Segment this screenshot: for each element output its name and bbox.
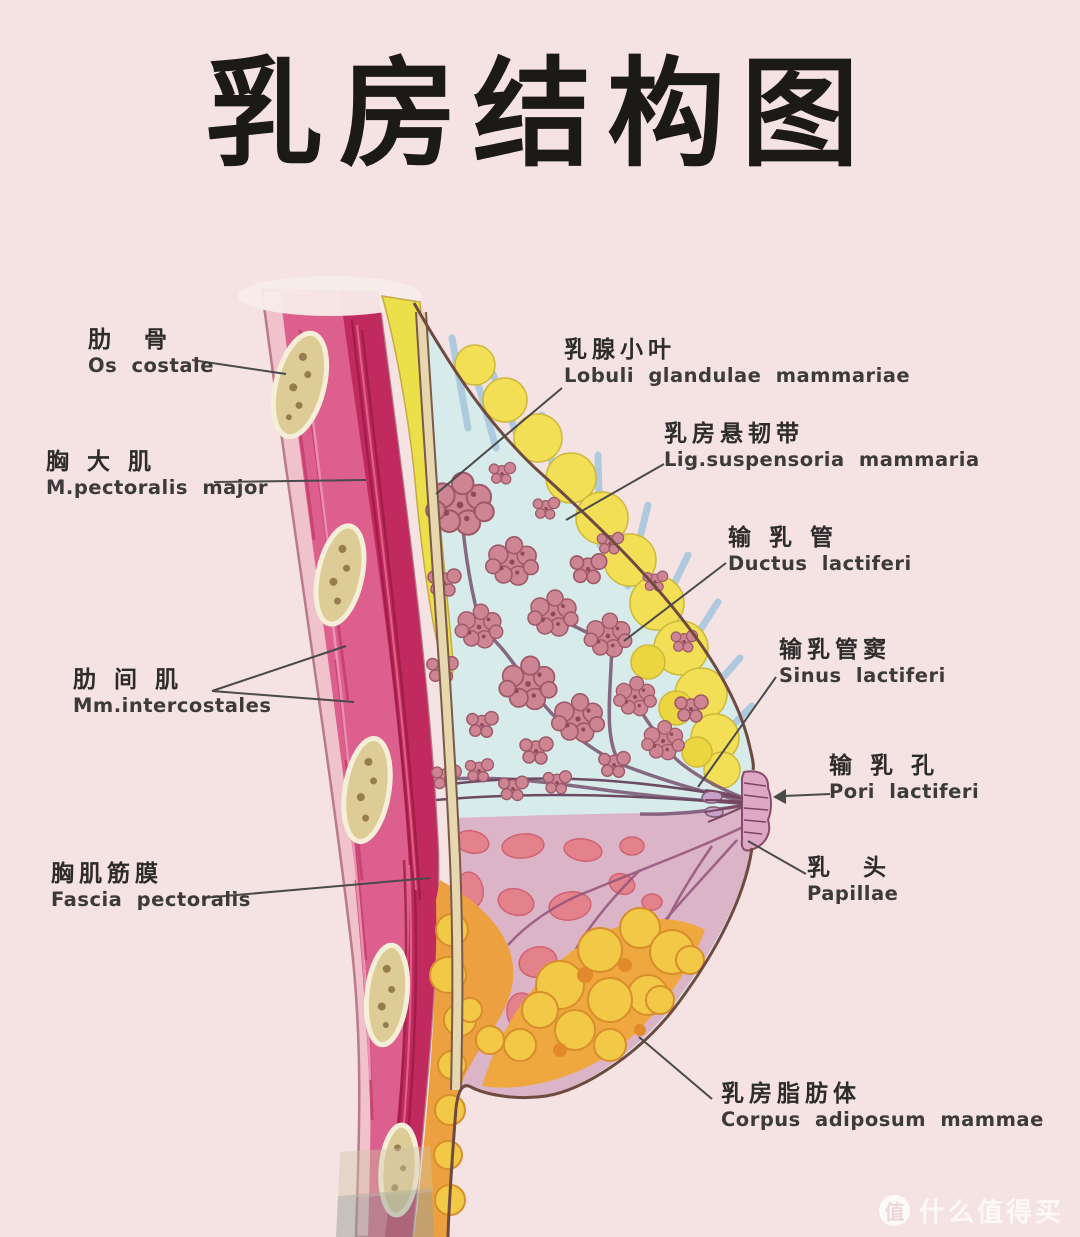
watermark-badge-icon: 值	[878, 1195, 910, 1226]
label-corpus-zh: 乳房脂肪体	[721, 1081, 861, 1107]
label-pori: 输 乳 孔 Pori lactiferi	[829, 753, 979, 804]
pori-arrowhead	[773, 789, 786, 804]
label-sinus-zh: 输乳管窦	[779, 637, 891, 663]
label-pori-la: Pori lactiferi	[829, 780, 980, 803]
nipple	[704, 770, 772, 852]
label-sinus-la: Sinus lactiferi	[779, 664, 946, 687]
label-corpus: 乳房脂肪体 Corpus adiposum mammae	[721, 1081, 1044, 1132]
label-os-costale-zh: 肋 骨	[88, 327, 172, 353]
ribs-group	[270, 330, 420, 1218]
label-ligament: 乳房悬韧带 Lig.suspensoria mammaria	[664, 421, 980, 472]
label-ligament-la: Lig.suspensoria mammaria	[664, 448, 980, 471]
label-fascia: 胸肌筋膜 Fascia pectoralis	[51, 861, 251, 912]
bottom-shadow-light	[338, 1146, 433, 1199]
label-intercostales-la: Mm.intercostales	[73, 694, 272, 717]
label-ductus-zh: 输 乳 管	[728, 525, 839, 551]
label-ductus-la: Ductus lactiferi	[728, 552, 912, 575]
label-papillae-la: Papillae	[807, 882, 899, 905]
skin-contour-lower	[446, 847, 754, 1237]
label-pori-zh: 输 乳 孔	[829, 753, 940, 779]
label-corpus-la: Corpus adiposum mammae	[721, 1108, 1044, 1131]
label-pectoralis-zh: 胸 大 肌	[46, 449, 157, 475]
label-lobuli-la: Lobuli glandulae mammariae	[564, 364, 911, 387]
fat-body	[414, 880, 705, 1237]
label-fascia-zh: 胸肌筋膜	[51, 861, 163, 887]
label-fascia-la: Fascia pectoralis	[51, 888, 251, 911]
fascia-strip	[415, 311, 464, 1091]
leader-lines	[191, 359, 831, 1100]
label-sinus: 输乳管窦 Sinus lactiferi	[779, 637, 946, 688]
watermark-text: 什么值得买	[918, 1198, 1064, 1228]
label-papillae: 乳 头 Papillae	[807, 855, 898, 906]
label-lobuli-zh: 乳腺小叶	[564, 337, 676, 363]
label-intercostales-zh: 肋 间 肌	[73, 667, 184, 693]
label-os-costale: 肋 骨 Os costale	[88, 327, 214, 378]
skin-contour-upper	[412, 302, 755, 771]
label-ductus: 输 乳 管 Ductus lactiferi	[728, 525, 912, 576]
smzdm-watermark: 值 什么值得买	[878, 1192, 1064, 1229]
skin-top-highlight	[238, 276, 422, 316]
bottom-shadow	[336, 1188, 434, 1237]
chest-wall	[238, 276, 440, 1237]
breast-body	[336, 295, 772, 1237]
label-ligament-zh: 乳房悬韧带	[664, 421, 804, 447]
page-title: 乳房结构图	[204, 45, 875, 183]
label-lobuli: 乳腺小叶 Lobuli glandulae mammariae	[564, 337, 910, 388]
label-pectoralis: 胸 大 肌 M.pectoralis major	[46, 449, 268, 500]
label-pectoralis-la: M.pectoralis major	[46, 476, 268, 499]
label-os-costale-la: Os costale	[88, 354, 214, 377]
label-intercostales: 肋 间 肌 Mm.intercostales	[73, 667, 271, 718]
label-papillae-zh: 乳 头	[807, 855, 891, 881]
